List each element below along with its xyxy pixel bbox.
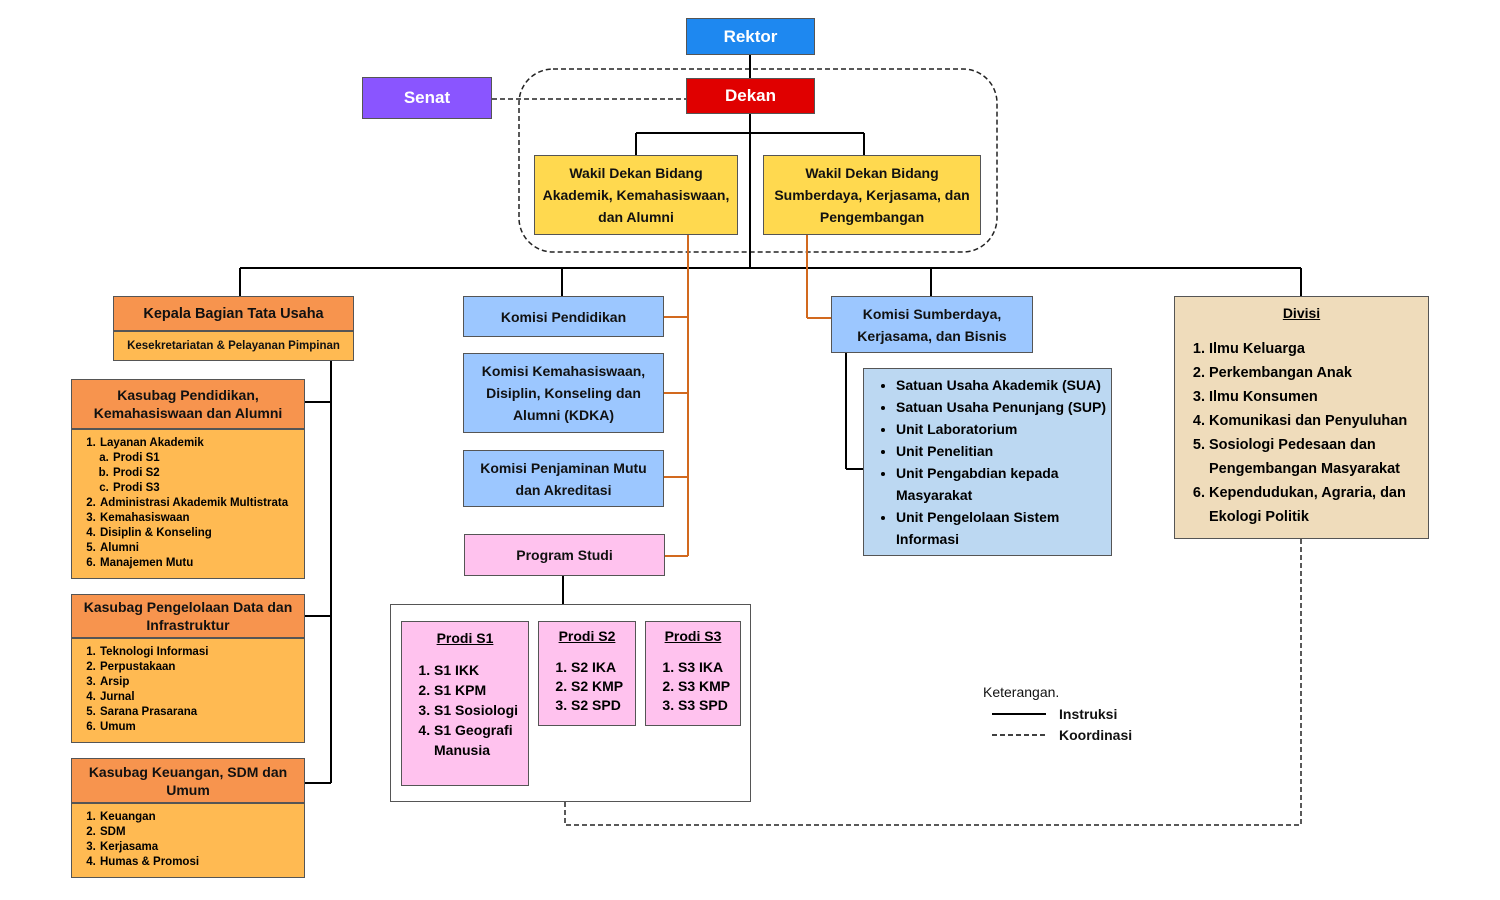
kasubag-pendidikan-body: Layanan Akademik Prodi S1 Prodi S2 Prodi… [71, 429, 305, 579]
node-wakil-akademik[interactable]: Wakil Dekan Bidang Akademik, Kemahasiswa… [534, 155, 738, 235]
list-item: Sosiologi Pedesaan dan Pengembangan Masy… [1209, 433, 1428, 481]
prodi-s3-box[interactable]: Prodi S3 S3 IKA S3 KMP S3 SPD [645, 621, 741, 726]
list-item: Prodi S3 [112, 481, 304, 496]
list-item: Unit Pengabdian kepada Masyarakat [896, 462, 1111, 506]
list-item: S3 IKA [678, 658, 740, 677]
list-item: S2 SPD [571, 696, 635, 715]
list-item: S3 SPD [678, 696, 740, 715]
list-item: SDM [99, 825, 304, 840]
list-item: Ilmu Konsumen [1209, 385, 1428, 409]
node-kepala-bagian-sub: Kesekretariatan & Pelayanan Pimpinan [113, 331, 354, 361]
divisi-box[interactable]: Divisi Ilmu Keluarga Perkembangan Anak I… [1174, 296, 1429, 539]
list-item: Unit Laboratorium [896, 418, 1111, 440]
list-item: Jurnal [99, 690, 304, 705]
list-item: Perkembangan Anak [1209, 361, 1428, 385]
node-komisi-sumberdaya[interactable]: Komisi Sumberdaya, Kerjasama, dan Bisnis [831, 296, 1033, 353]
divisi-prodi-dashed-line [564, 539, 1302, 826]
list-item: Unit Pengelolaan Sistem Informasi [896, 506, 1111, 550]
node-dekan[interactable]: Dekan [686, 78, 815, 114]
list-item: Perpustakaan [99, 660, 304, 675]
list-item: Ilmu Keluarga [1209, 337, 1428, 361]
units-box[interactable]: Satuan Usaha Akademik (SUA) Satuan Usaha… [863, 368, 1112, 556]
prodi-s3-title: Prodi S3 [664, 628, 722, 644]
list-item: S1 Sosiologi [434, 700, 528, 720]
prodi-s1-title: Prodi S1 [436, 630, 494, 646]
legend-koordinasi: Koordinasi [1059, 727, 1133, 743]
list-item: Satuan Usaha Akademik (SUA) [896, 374, 1111, 396]
list-item: S1 IKK [434, 660, 528, 680]
list-item: Layanan Akademik Prodi S1 Prodi S2 Prodi… [99, 436, 304, 496]
list-item: S2 KMP [571, 677, 635, 696]
list-item: Teknologi Informasi [99, 645, 304, 660]
list-item: Komunikasi dan Penyuluhan [1209, 409, 1428, 433]
list-item: Prodi S1 [112, 451, 304, 466]
dekan-group-dashed-border [518, 68, 998, 253]
list-item: Administrasi Akademik Multistrata [99, 496, 304, 511]
node-komisi-pendidikan[interactable]: Komisi Pendidikan [463, 296, 664, 337]
list-item: Sarana Prasarana [99, 705, 304, 720]
kasubag-pengelolaan-body: Teknologi Informasi Perpustakaan Arsip J… [71, 638, 305, 743]
kasubag-pengelolaan-header[interactable]: Kasubag Pengelolaan Data dan Infrastrukt… [71, 594, 305, 638]
list-item: Humas & Promosi [99, 855, 304, 870]
list-item: Unit Penelitian [896, 440, 1111, 462]
legend-instruksi: Instruksi [1059, 706, 1118, 722]
list-item: S1 KPM [434, 680, 528, 700]
list-item: Kerjasama [99, 840, 304, 855]
node-kepala-bagian[interactable]: Kepala Bagian Tata Usaha [113, 296, 354, 331]
list-item: Umum [99, 720, 304, 735]
list-item: Satuan Usaha Penunjang (SUP) [896, 396, 1111, 418]
list-item: Kependudukan, Agraria, dan Ekologi Polit… [1209, 481, 1428, 529]
prodi-s2-title: Prodi S2 [558, 628, 616, 644]
node-komisi-penjaminan[interactable]: Komisi Penjaminan Mutu dan Akreditasi [463, 450, 664, 507]
prodi-s1-box[interactable]: Prodi S1 S1 IKK S1 KPM S1 Sosiologi S1 G… [401, 621, 529, 786]
node-senat[interactable]: Senat [362, 77, 492, 119]
kasubag-pendidikan-header[interactable]: Kasubag Pendidikan, Kemahasiswaan dan Al… [71, 379, 305, 429]
node-program-studi[interactable]: Program Studi [464, 534, 665, 576]
divisi-title: Divisi [1282, 305, 1321, 321]
kasubag-keuangan-header[interactable]: Kasubag Keuangan, SDM dan Umum [71, 758, 305, 803]
kasubag-keuangan-body: Keuangan SDM Kerjasama Humas & Promosi [71, 803, 305, 878]
list-item: S1 Geografi Manusia [434, 720, 528, 760]
prodi-s2-box[interactable]: Prodi S2 S2 IKA S2 KMP S2 SPD [538, 621, 636, 726]
list-item: Keuangan [99, 810, 304, 825]
list-item: Prodi S2 [112, 466, 304, 481]
list-item: Manajemen Mutu [99, 556, 304, 571]
node-rektor[interactable]: Rektor [686, 18, 815, 55]
legend-title: Keterangan. [983, 684, 1060, 700]
list-item: Arsip [99, 675, 304, 690]
list-item: Alumni [99, 541, 304, 556]
list-item: S3 KMP [678, 677, 740, 696]
node-komisi-kdka[interactable]: Komisi Kemahasiswaan, Disiplin, Konselin… [463, 353, 664, 433]
list-item: S2 IKA [571, 658, 635, 677]
list-item: Disiplin & Konseling [99, 526, 304, 541]
list-item: Kemahasiswaan [99, 511, 304, 526]
node-wakil-sumberdaya[interactable]: Wakil Dekan Bidang Sumberdaya, Kerjasama… [763, 155, 981, 235]
